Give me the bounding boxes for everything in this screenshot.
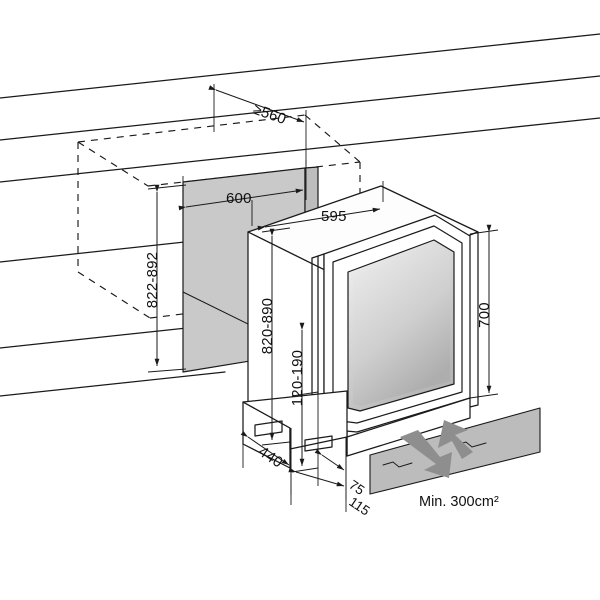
- dimension-plinth-height: 120-190: [289, 322, 319, 473]
- dimension-label-appliance-width: 595: [321, 208, 347, 225]
- airflow-in-arrow: [438, 420, 473, 459]
- dimension-niche-height: 822-892: [144, 184, 187, 373]
- dimension-appliance-height: 820-890: [259, 227, 291, 446]
- airflow-arrows: [400, 420, 473, 478]
- dimension-label-offset-115: 115: [346, 494, 372, 518]
- ventilation-plinth-panel: [369, 407, 541, 495]
- ventilation-note-label: Min. 300cm²: [419, 494, 499, 510]
- dimension-label-niche-width: 600: [226, 190, 252, 207]
- dimension-appliance-width: 595: [251, 181, 384, 231]
- airflow-out-arrow: [400, 430, 452, 478]
- kitchen-carcass-lines: [0, 33, 600, 397]
- dimension-label-plinth-height: 120-190: [289, 350, 306, 406]
- dimension-label-door-height: 700: [476, 302, 493, 328]
- dimension-label-offset-75: 75: [346, 477, 367, 498]
- dimension-label-niche-height: 822-892: [144, 252, 161, 308]
- dimension-label-appliance-height: 820-890: [259, 298, 276, 354]
- glass-door-panel: [347, 239, 455, 412]
- dimension-door-height: 700: [469, 224, 499, 399]
- dimension-label-niche-depth: ≥560: [251, 101, 289, 128]
- dimension-niche-width: 600: [178, 160, 307, 214]
